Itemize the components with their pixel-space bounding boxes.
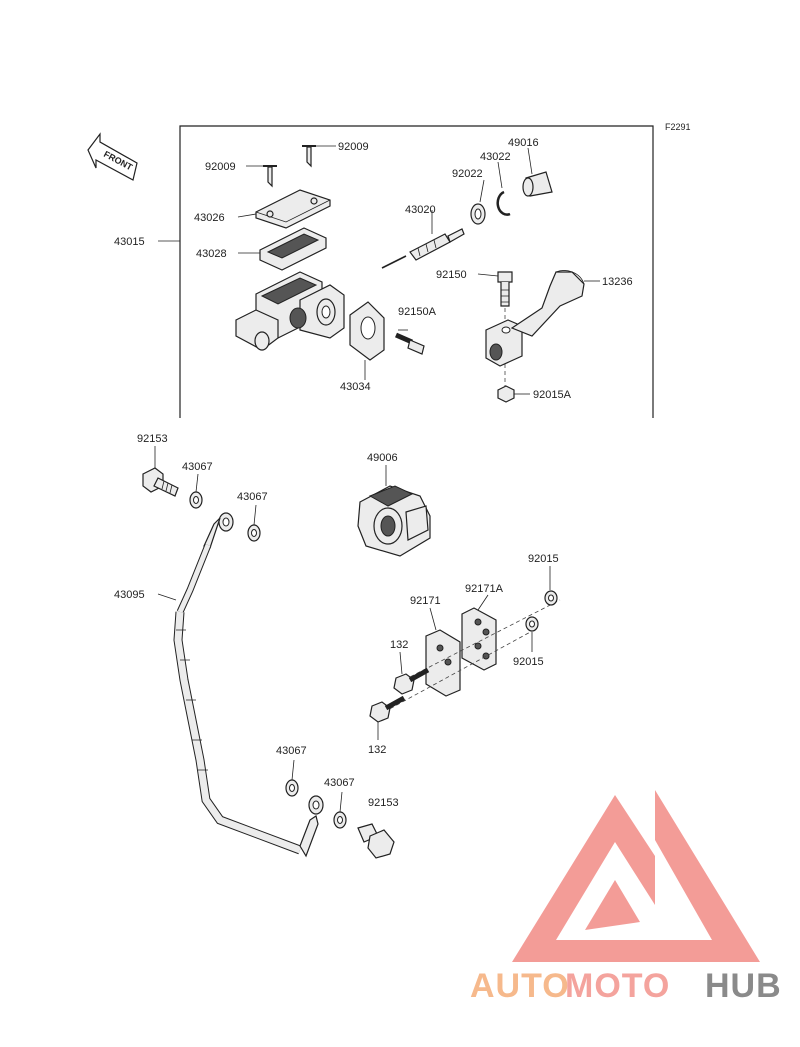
label-92015-bottom: 92015 [513,656,544,668]
banjo-bolt-92153-bottom [357,823,395,859]
washer-43067-d [333,811,347,829]
reference-code: F2291 [665,122,691,132]
label-49016: 49016 [508,137,539,149]
reservoir-cap-43026 [255,189,331,229]
label-43067-d: 43067 [324,777,355,789]
bolt-132-bottom [369,695,406,723]
bolt-132-top [393,667,430,695]
label-49006: 49006 [367,452,398,464]
screw-92009-left [263,165,277,188]
master-cylinder-body [235,271,345,351]
label-92009-left: 92009 [205,161,236,173]
watermark-auto: AUTO [470,967,570,1005]
label-92015A: 92015A [533,389,572,401]
bolt-92150 [497,271,513,307]
label-92022: 92022 [452,168,483,180]
label-132-top: 132 [390,639,408,651]
lever-13236 [485,270,585,367]
banjo-bolt-92153-top [142,467,179,497]
washer-43067-a [189,491,203,509]
label-92153-top: 92153 [137,433,168,445]
nut-92015-top [544,590,558,606]
washer-92022 [470,203,486,225]
washer-43067-c [285,779,299,797]
bolt-92150A [394,332,425,355]
watermark-hub: HUB [705,967,782,1005]
circlip-43022 [496,190,511,216]
label-92171A: 92171A [465,583,504,595]
label-13236: 13236 [602,276,633,288]
label-43067-b: 43067 [237,491,268,503]
front-arrow-icon: FRONT [87,132,138,181]
label-43022: 43022 [480,151,511,163]
watermark-moto: MOTO [565,967,670,1005]
label-43015: 43015 [114,236,145,248]
label-43067-a: 43067 [182,461,213,473]
clamp-43034 [349,301,385,361]
watermark-logo-icon [512,790,760,962]
assembly-frame [179,125,654,418]
washer-43067-b [247,524,261,542]
label-132-bottom: 132 [368,744,386,756]
label-43067-c: 43067 [276,745,307,757]
label-92150A: 92150A [398,306,437,318]
label-92009-right: 92009 [338,141,369,153]
bracket-92171 [425,629,461,697]
label-43020: 43020 [405,204,436,216]
label-92153-bottom: 92153 [368,797,399,809]
label-92150: 92150 [436,269,467,281]
nut-92015-bottom [525,616,539,632]
bracket-92171A [461,607,497,671]
screw-92009-right [302,145,316,168]
nut-92015A [497,385,515,403]
brake-hose-43095 [173,512,324,858]
label-43028: 43028 [196,248,227,260]
label-92171: 92171 [410,595,441,607]
watermark-text: AUTO MOTO HUB [470,967,782,1005]
label-43034: 43034 [340,381,371,393]
label-43026: 43026 [194,212,225,224]
piston-spring-43020 [381,228,465,269]
label-92015-top: 92015 [528,553,559,565]
guide-49006 [357,485,431,557]
part-labels: 92009 92009 43026 43028 43015 43020 9202… [114,137,633,809]
label-43095: 43095 [114,589,145,601]
boot-49016 [522,171,553,197]
diaphragm-43028 [259,227,327,271]
